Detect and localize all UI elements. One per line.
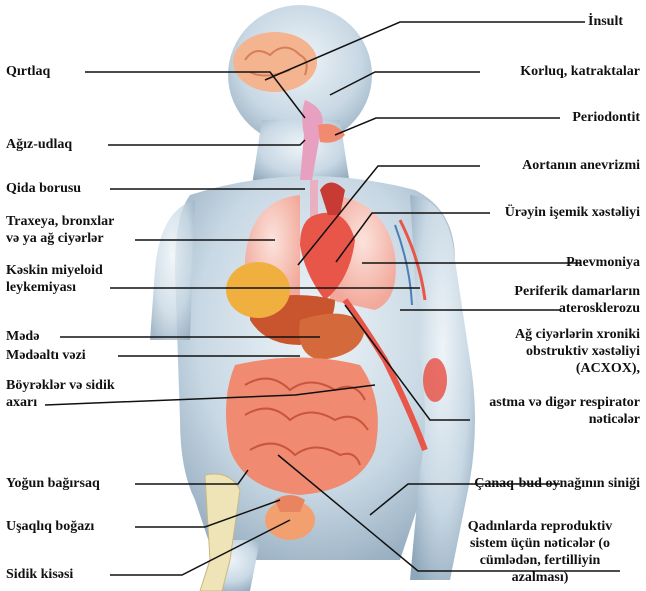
- pancreas-mass: [226, 262, 290, 318]
- left-side-arm: [150, 200, 195, 340]
- label-boyrekler: Böyrəklər və sidik axarı: [6, 377, 115, 411]
- label-aorta: Aortanın anevrizmi: [522, 157, 640, 174]
- label-periferik: Periferik damarların aterosklerozu: [514, 283, 640, 317]
- label-qadinlarda: Qadınlarda reproduktiv sistem üçün nətic…: [440, 518, 640, 586]
- label-usaqliq-bogazi: Uşaqlıq boğazı: [6, 518, 94, 535]
- label-mede: Mədə: [6, 328, 39, 345]
- label-agiz-udlaq: Ağız-udlaq: [6, 136, 72, 153]
- label-traxeya: Traxeya, bronxlar və ya ağ ciyərlər: [6, 213, 114, 247]
- label-acxox: Ağ ciyərlərin xroniki obstruktiv xəstəli…: [515, 326, 640, 377]
- label-canaq: Çanaq-bud oynağının siniği: [474, 475, 640, 492]
- label-pnevmoniya: Pnevmoniya: [566, 254, 640, 271]
- label-qida-borusu: Qida borusu: [6, 180, 81, 197]
- label-korluq: Korluq, katraktalar: [520, 63, 640, 80]
- label-yogun-bagirsaq: Yoğun bağırsaq: [6, 475, 100, 492]
- uterus: [275, 495, 305, 512]
- leader-periodontit: [335, 118, 560, 135]
- label-insult: İnsult: [588, 13, 623, 30]
- label-periodontit: Periodontit: [572, 109, 640, 126]
- label-leykemiya: Kəskin miyeloid leykemiyası: [6, 262, 103, 296]
- arm-highlight: [423, 358, 447, 402]
- label-ureyin: Ürəyin işemik xəstəliyi: [505, 204, 640, 221]
- label-qirtlaq: Qırtlaq: [6, 63, 50, 80]
- brain: [233, 32, 317, 92]
- label-astma: astma və digər respirator nəticələr: [489, 394, 640, 428]
- brain-shape: [233, 32, 317, 92]
- label-sidik-kisesi: Sidik kisəsi: [6, 566, 73, 583]
- label-medealti-vezi: Mədəaltı vəzi: [6, 347, 86, 364]
